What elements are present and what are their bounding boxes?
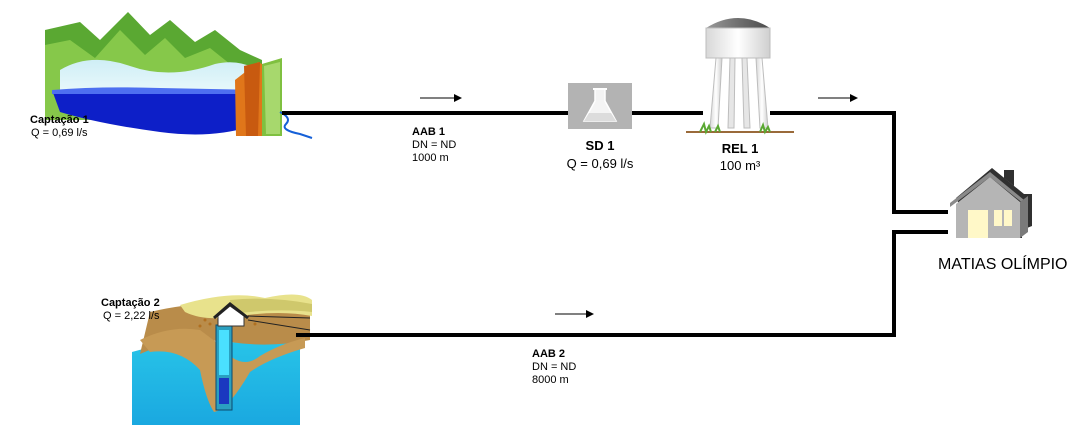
rel1-title: REL 1 [721, 141, 759, 156]
aab2-dn: DN = ND [532, 361, 577, 373]
water-tower-icon [686, 18, 794, 135]
aab1-length: 1000 m [412, 152, 449, 164]
capture1-title: Captação 1 [30, 114, 89, 126]
capture2-flow: Q = 2,22 l/s [103, 310, 160, 322]
flow-arrow-1 [420, 94, 462, 102]
house-icon [950, 168, 1032, 238]
flow-arrow-3 [555, 310, 594, 318]
aab1-dn: DN = ND [412, 139, 457, 151]
well-illustration [132, 294, 312, 425]
sd1-flow: Q = 0,69 l/s [566, 156, 634, 171]
dam-reservoir-illustration [45, 12, 313, 139]
capture1-flow: Q = 0,69 l/s [31, 127, 88, 139]
aab1-title: AAB 1 [412, 126, 446, 138]
destination-name: MATIAS OLÍMPIO [938, 256, 1068, 273]
sd1-title: SD 1 [585, 138, 615, 153]
pipe-aab1 [282, 111, 948, 214]
flask-icon [568, 83, 632, 129]
flow-arrow-2 [818, 94, 858, 102]
pipe-aab2 [296, 230, 948, 337]
aab2-length: 8000 m [532, 374, 569, 386]
capture2-title: Captação 2 [101, 297, 160, 309]
aab2-title: AAB 2 [532, 348, 566, 360]
rel1-volume: 100 m³ [719, 158, 761, 173]
